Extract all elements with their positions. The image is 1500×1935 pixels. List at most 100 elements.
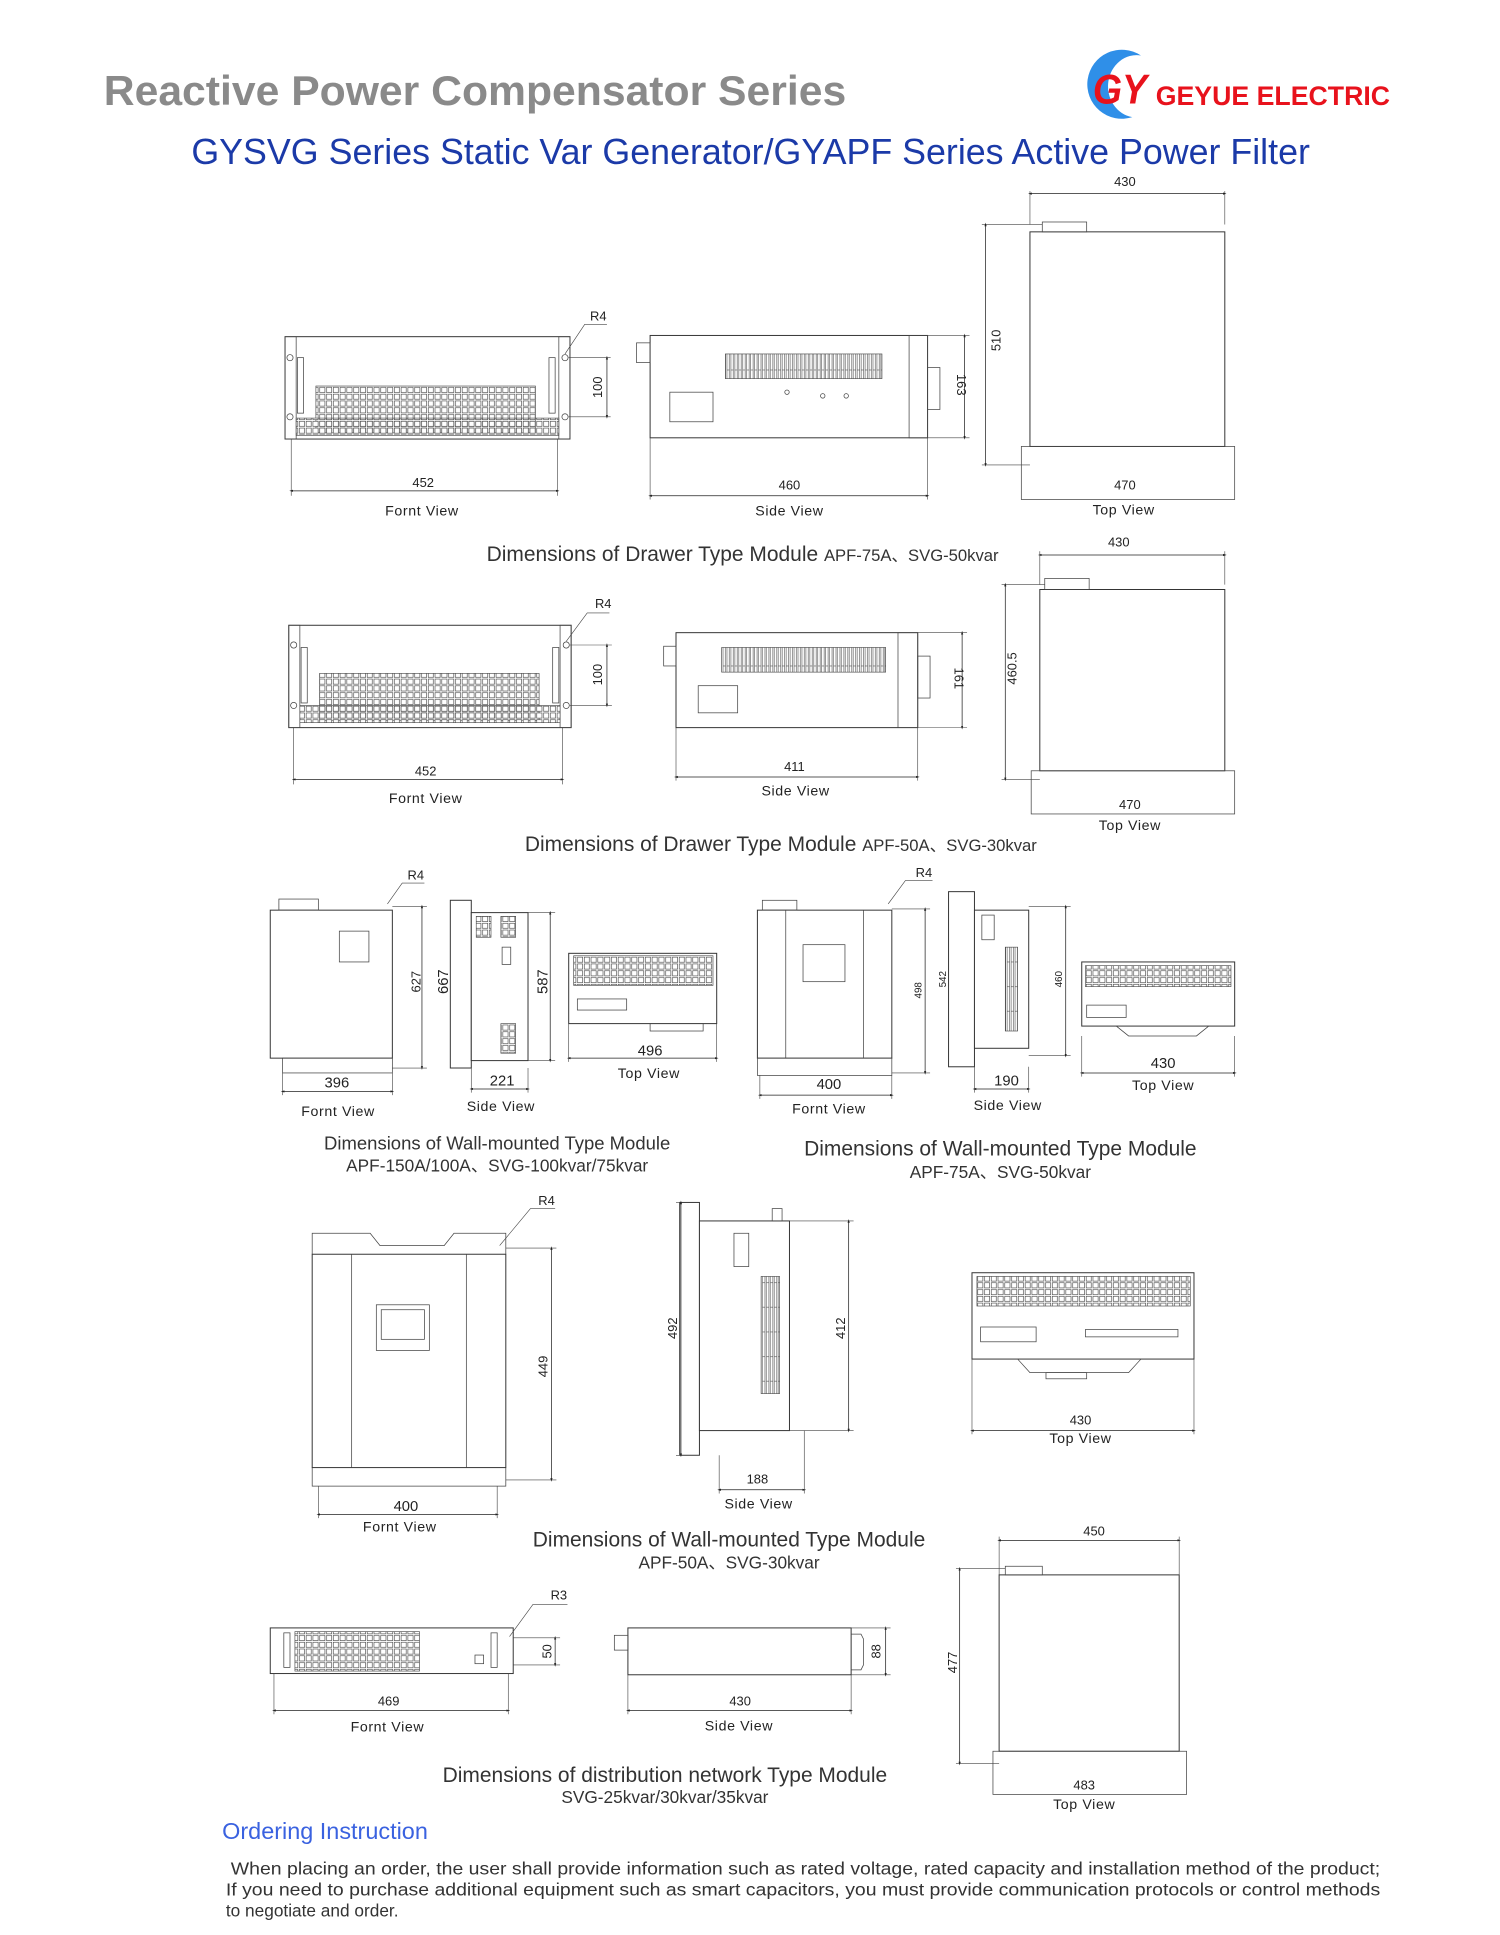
view-label: Top View bbox=[618, 1066, 680, 1082]
view-label: Top View bbox=[1053, 1797, 1115, 1813]
depth-dim: 188 bbox=[747, 1472, 769, 1487]
height-dim: 667 bbox=[436, 969, 452, 994]
body-height-dim: 587 bbox=[536, 969, 552, 994]
top-view: 430 460.5 470 Top View bbox=[1001, 534, 1236, 834]
width-dim: 450 bbox=[1083, 1523, 1105, 1538]
radius-label: R4 bbox=[595, 596, 612, 611]
front-view: R4 100 452 Fornt View bbox=[288, 596, 612, 807]
height-dim: 492 bbox=[665, 1317, 680, 1339]
module-wall-apf150a: R4 627 396 Fornt View 667 587 221 Side V… bbox=[269, 867, 719, 1176]
module-wall-apf75a: R4 498 400 Fornt View 542 460 190 Side V… bbox=[756, 865, 1237, 1182]
hole-spacing-dim: 449 bbox=[536, 1356, 551, 1378]
width-dim: 396 bbox=[325, 1076, 350, 1092]
top-view: 430 Top View bbox=[970, 1272, 1196, 1447]
side-view: 667 587 221 Side View bbox=[436, 899, 556, 1115]
depth-dim: 460 bbox=[779, 478, 801, 493]
width-dim: 469 bbox=[378, 1694, 400, 1709]
hole-spacing-dim: 627 bbox=[409, 971, 424, 993]
hole-spacing-dim: 50 bbox=[539, 1644, 554, 1658]
width-dim: 452 bbox=[412, 475, 434, 490]
width-dim: 430 bbox=[1114, 174, 1136, 189]
height-dim: 542 bbox=[938, 971, 949, 987]
front-view: R4 627 396 Fornt View bbox=[269, 867, 427, 1120]
view-label: Side View bbox=[761, 783, 829, 799]
width-dim: 430 bbox=[1151, 1056, 1176, 1072]
view-label: Side View bbox=[724, 1496, 792, 1512]
view-label: Top View bbox=[1093, 502, 1155, 518]
side-view: 88 430 Side View bbox=[613, 1626, 891, 1734]
top-view: 430 510 470 Top View bbox=[981, 174, 1236, 518]
depth-dim: 190 bbox=[994, 1073, 1019, 1089]
front-width-dim: 483 bbox=[1073, 1777, 1095, 1792]
radius-label: R4 bbox=[916, 865, 933, 880]
header: Reactive Power Compensator Series GY GEY… bbox=[104, 49, 1390, 172]
width-dim: 496 bbox=[638, 1044, 663, 1060]
logo-name: GEYUE ELECTRIC bbox=[1156, 80, 1390, 111]
front-view: R4 498 400 Fornt View bbox=[756, 865, 933, 1118]
module-drawer-apf75a: R4 100 452 Fornt View 163 460 Side View bbox=[284, 174, 1236, 566]
module-caption: Dimensions of Drawer Type Module APF-50A… bbox=[525, 833, 1037, 856]
caption-main: Dimensions of Drawer Type Module bbox=[487, 543, 819, 566]
width-dim: 430 bbox=[1108, 534, 1130, 549]
view-label: Top View bbox=[1132, 1078, 1194, 1094]
radius-label: R4 bbox=[538, 1193, 555, 1208]
caption-model: APF-50A、SVG-30kvar bbox=[638, 1553, 819, 1573]
module-wall-apf50a: R4 449 400 Fornt View 492 412 188 Side V… bbox=[311, 1193, 1196, 1573]
height-dim: 161 bbox=[952, 668, 967, 690]
radius-label: R4 bbox=[408, 867, 425, 882]
caption-model: SVG-25kvar/30kvar/35kvar bbox=[561, 1787, 768, 1807]
top-view: 430 Top View bbox=[1079, 961, 1237, 1094]
view-label: Fornt View bbox=[792, 1102, 866, 1118]
caption-main: Dimensions of Wall-mounted Type Module bbox=[804, 1138, 1196, 1161]
top-view: 450 477 483 Top View bbox=[945, 1523, 1187, 1813]
width-dim: 400 bbox=[817, 1077, 842, 1093]
view-label: Fornt View bbox=[351, 1720, 425, 1736]
depth-dim: 430 bbox=[729, 1694, 751, 1709]
depth-dim: 510 bbox=[988, 330, 1003, 352]
hole-spacing-dim: 100 bbox=[590, 376, 605, 398]
module-caption: Dimensions of Drawer Type Module APF-75A… bbox=[487, 543, 999, 566]
ordering-line: When placing an order, the user shall pr… bbox=[231, 1859, 1380, 1879]
front-view: R4 100 452 Fornt View bbox=[284, 309, 611, 520]
view-label: Side View bbox=[755, 504, 823, 520]
view-label: Fornt View bbox=[301, 1104, 375, 1120]
hole-spacing-dim: 100 bbox=[590, 664, 605, 686]
view-label: Side View bbox=[467, 1099, 535, 1115]
body-height-dim: 412 bbox=[833, 1317, 848, 1339]
front-width-dim: 470 bbox=[1119, 797, 1141, 812]
caption-main: Dimensions of Wall-mounted Type Module bbox=[324, 1132, 670, 1153]
depth-dim: 411 bbox=[784, 759, 805, 774]
top-view: 496 Top View bbox=[566, 952, 719, 1082]
radius-label: R4 bbox=[590, 309, 607, 324]
view-label: Side View bbox=[974, 1098, 1042, 1114]
ordering-title: Ordering Instruction bbox=[222, 1818, 428, 1844]
caption-model: APF-75A、SVG-50kvar bbox=[910, 1162, 1091, 1182]
width-dim: 400 bbox=[394, 1499, 419, 1515]
depth-dim: 460.5 bbox=[1004, 652, 1019, 684]
logo-mark: GY bbox=[1093, 66, 1151, 113]
page-title: Reactive Power Compensator Series bbox=[104, 67, 846, 114]
view-label: Top View bbox=[1049, 1431, 1111, 1447]
body-height-dim: 460 bbox=[1054, 970, 1065, 987]
hole-spacing-dim: 498 bbox=[913, 982, 924, 999]
width-dim: 430 bbox=[1070, 1412, 1092, 1427]
ordering-instruction: Ordering Instruction When placing an ord… bbox=[222, 1818, 1380, 1921]
height-dim: 88 bbox=[869, 1644, 884, 1658]
ordering-line: to negotiate and order. bbox=[226, 1901, 399, 1921]
side-view: 161 411 Side View bbox=[663, 630, 968, 799]
caption-main: Dimensions of Drawer Type Module bbox=[525, 833, 857, 856]
front-width-dim: 470 bbox=[1114, 478, 1136, 493]
view-label: Fornt View bbox=[385, 504, 459, 520]
ordering-line: If you need to purchase additional equip… bbox=[226, 1880, 1380, 1900]
side-view: 492 412 188 Side View bbox=[665, 1200, 854, 1512]
module-drawer-apf50a: R4 100 452 Fornt View 161 411 Side View bbox=[288, 534, 1236, 856]
view-label: Top View bbox=[1099, 818, 1161, 834]
depth-dim: 221 bbox=[490, 1073, 515, 1089]
caption-model: APF-150A/100A、SVG-100kvar/75kvar bbox=[346, 1156, 648, 1176]
caption-model: APF-50A、SVG-30kvar bbox=[862, 836, 1037, 855]
front-view: R3 50 469 Fornt View bbox=[269, 1588, 568, 1736]
side-view: 163 460 Side View bbox=[636, 333, 970, 520]
radius-label: R3 bbox=[551, 1588, 568, 1603]
view-label: Side View bbox=[705, 1718, 773, 1734]
